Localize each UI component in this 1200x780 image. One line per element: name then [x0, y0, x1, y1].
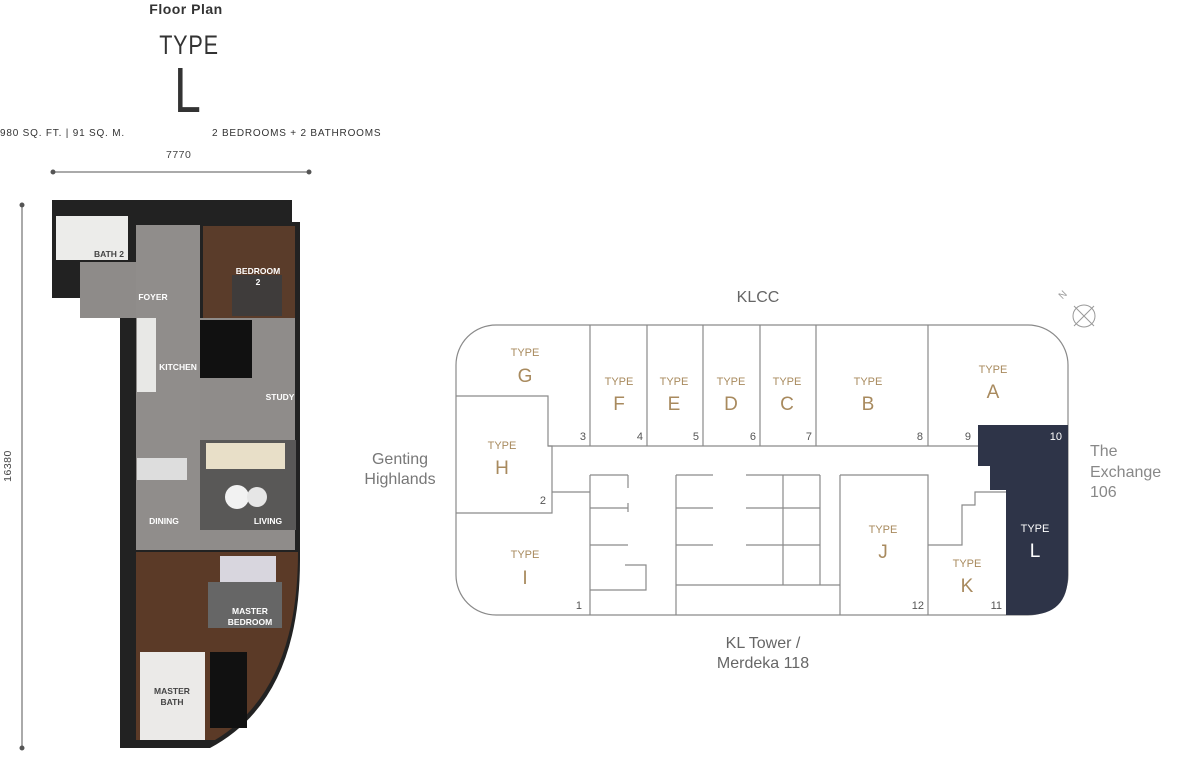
unit-e-letter[interactable]: E — [668, 394, 681, 415]
room-label-dining: DINING — [149, 516, 179, 526]
unit-number-12: 12 — [912, 600, 924, 612]
room-label-bedroom-2: BEDROOM — [236, 266, 280, 276]
unit-a-type: TYPE — [979, 364, 1008, 376]
key-plan-labels: KLCC Genting Highlands The Exchange 106 … — [364, 289, 1161, 672]
unit-b-type: TYPE — [854, 376, 883, 388]
room-label-foyer: FOYER — [138, 292, 167, 302]
direction-genting-2: Highlands — [364, 471, 435, 488]
room-label-study: STUDY — [266, 392, 295, 402]
unit-b-letter[interactable]: B — [862, 394, 875, 415]
unit-g-letter[interactable]: G — [518, 366, 533, 387]
unit-f-letter[interactable]: F — [613, 394, 625, 415]
room-label-bath-2: BATH 2 — [94, 249, 124, 259]
unit-floor-plan: BATH 2 FOYER BEDROOM 2 KITCHEN STUDY DIN… — [52, 200, 300, 748]
room-label-master-bath-1: MASTER — [154, 686, 190, 696]
svg-text:N: N — [1057, 289, 1070, 302]
unit-f-type: TYPE — [605, 376, 634, 388]
unit-l-highlight[interactable] — [978, 425, 1068, 615]
unit-c-letter[interactable]: C — [780, 394, 794, 415]
room-label-master-bedroom-2: BEDROOM — [228, 617, 272, 627]
unit-l-type: TYPE — [1021, 523, 1050, 535]
unit-k-type: TYPE — [953, 558, 982, 570]
unit-d-type: TYPE — [717, 376, 746, 388]
unit-j-type: TYPE — [869, 524, 898, 536]
direction-kl-tower-2: Merdeka 118 — [717, 655, 809, 672]
unit-h-letter[interactable]: H — [495, 458, 509, 479]
room-label-kitchen: KITCHEN — [159, 362, 197, 372]
unit-number-1: 1 — [576, 600, 582, 612]
direction-genting-1: Genting — [372, 451, 428, 468]
unit-d-letter[interactable]: D — [724, 394, 738, 415]
unit-e-type: TYPE — [660, 376, 689, 388]
unit-area: 980 SQ. FT. | 91 SQ. M. — [0, 128, 125, 139]
key-plan — [455, 324, 1069, 616]
unit-number-5: 5 — [693, 431, 699, 443]
dimension-lines — [19, 169, 312, 751]
compass-icon: N — [1057, 289, 1096, 328]
unit-k-letter[interactable]: K — [961, 576, 974, 597]
direction-kl-tower-1: KL Tower / — [726, 635, 801, 652]
unit-a-letter[interactable]: A — [987, 382, 1000, 403]
room-label-master-bath-2: BATH — [161, 697, 184, 707]
direction-exchange-2: Exchange — [1090, 464, 1161, 481]
direction-exchange-1: The — [1090, 443, 1118, 460]
unit-number-3: 3 — [580, 431, 586, 443]
unit-i-type: TYPE — [511, 549, 540, 561]
unit-rooms-summary: 2 BEDROOMS + 2 BATHROOMS — [212, 128, 382, 139]
page-title: Floor Plan — [149, 1, 223, 17]
unit-number-6: 6 — [750, 431, 756, 443]
unit-l-letter[interactable]: L — [1030, 541, 1041, 562]
unit-h-type: TYPE — [488, 440, 517, 452]
unit-type-letter: L — [174, 54, 201, 126]
direction-exchange-3: 106 — [1090, 484, 1117, 501]
unit-number-11: 11 — [991, 600, 1002, 612]
unit-c-type: TYPE — [773, 376, 802, 388]
unit-g-type: TYPE — [511, 347, 540, 359]
unit-number-8: 8 — [917, 431, 923, 443]
unit-number-9: 9 — [965, 431, 971, 443]
unit-number-4: 4 — [637, 431, 643, 443]
room-label-bedroom-2-number: 2 — [256, 277, 261, 287]
unit-number-7: 7 — [806, 431, 812, 443]
width-dimension: 7770 — [166, 149, 192, 161]
unit-type-word: TYPE — [159, 30, 219, 60]
unit-i-letter[interactable]: I — [522, 568, 527, 589]
unit-number-2: 2 — [540, 495, 546, 507]
direction-klcc: KLCC — [737, 289, 780, 306]
unit-j-letter[interactable]: J — [878, 542, 888, 563]
unit-number-10: 10 — [1050, 431, 1062, 443]
room-label-master-bedroom-1: MASTER — [232, 606, 268, 616]
room-label-living: LIVING — [254, 516, 283, 526]
